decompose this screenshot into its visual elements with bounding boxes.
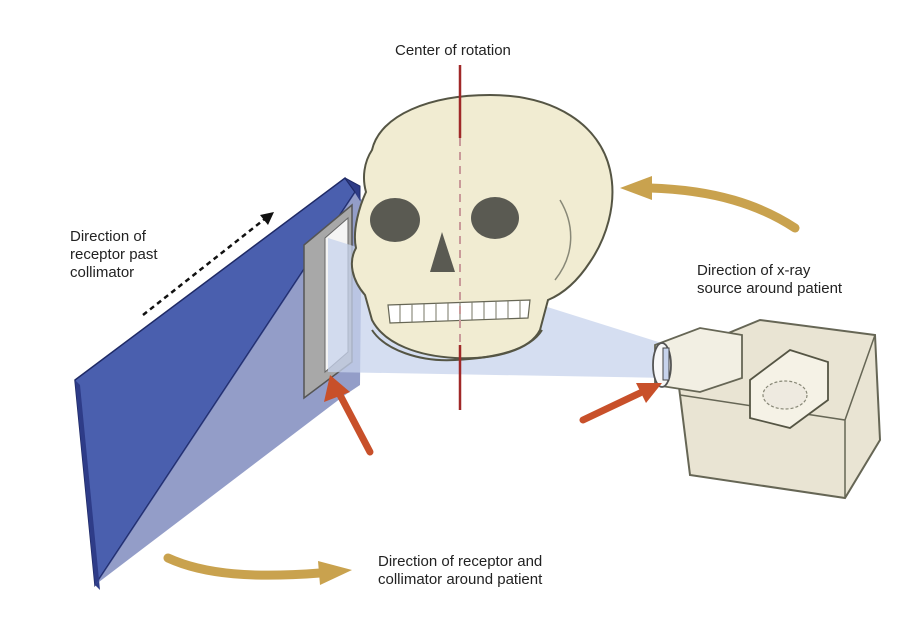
source-rotation-arrow <box>620 176 800 233</box>
label-center-of-rotation-text: Center of rotation <box>395 42 511 59</box>
label-line: receptor past <box>70 246 158 263</box>
collimator-indicator-head <box>324 375 350 402</box>
skull-eye-socket-right <box>471 197 519 239</box>
skull <box>350 93 614 362</box>
receptor-bottom-edge <box>75 380 100 590</box>
source-indicator-shaft <box>579 389 644 424</box>
image-receptor <box>74 176 362 590</box>
skull-mandible <box>371 329 543 362</box>
source-indicator-head <box>636 383 662 403</box>
label-line: collimator <box>70 264 135 281</box>
receptor-right-face <box>95 192 362 585</box>
skull-teeth-lines <box>399 300 521 322</box>
label-receptor-collimator-around-patient: Direction of receptor and collimator aro… <box>378 553 542 589</box>
label-line: Direction of x-ray <box>697 262 811 279</box>
skull-eye-socket-left <box>370 198 420 242</box>
skull-temporal-line <box>554 199 572 281</box>
receptor-rotation-curve <box>163 553 325 580</box>
collimator-indicator-arrow <box>324 375 374 456</box>
label-line: source around patient <box>697 280 843 297</box>
xray-port-slit <box>662 347 670 381</box>
receptor-rotation-head <box>318 561 352 585</box>
source-indicator-arrow <box>579 383 662 424</box>
receptor-direction-arrow <box>142 212 274 316</box>
xray-source <box>652 318 882 500</box>
receptor-direction-line <box>142 217 267 316</box>
source-rotation-curve <box>645 183 800 233</box>
label-center-of-rotation: Center of rotation <box>395 42 511 60</box>
source-rotation-head <box>620 176 652 200</box>
receptor-rotation-arrow <box>163 553 352 585</box>
label-line: Direction of <box>70 228 146 245</box>
receptor-direction-arrowhead <box>260 212 274 225</box>
label-line: collimator around patient <box>378 571 543 588</box>
xray-anode <box>762 380 808 410</box>
label-line: Direction of receptor and <box>378 553 543 570</box>
collimator-indicator-shaft <box>336 391 374 456</box>
label-receptor-past-collimator: Direction of receptor past collimator <box>70 228 158 282</box>
label-xray-source-around-patient: Direction of x-ray source around patient <box>697 262 842 298</box>
skull-nasal-cavity <box>430 232 455 272</box>
xray-housing-top-edge <box>679 334 876 498</box>
